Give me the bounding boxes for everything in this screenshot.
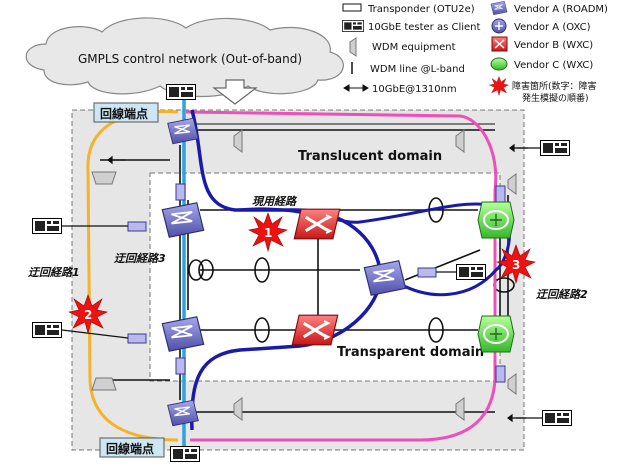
legend-wdm-line-label: WDM line @L-band bbox=[370, 64, 465, 75]
cloud-arrow bbox=[212, 79, 258, 105]
wxc-vendor-b-bottom bbox=[290, 313, 340, 347]
transparent-domain-label: Transparent domain bbox=[337, 345, 484, 360]
tester-top bbox=[166, 84, 196, 100]
endpoint-bottom-label: 回線端点 bbox=[106, 441, 154, 456]
translucent-domain-label: Translucent domain bbox=[298, 149, 442, 164]
tengbe-arrows bbox=[107, 143, 528, 423]
legend: Transponder (OTU2e) 10GbE tester as Clie… bbox=[342, 0, 608, 104]
cloud-label: GMPLS control network (Out-of-band) bbox=[78, 52, 302, 66]
legend-transponder-label: Transponder (OTU2e) bbox=[367, 4, 475, 15]
roadm-bottom-left bbox=[166, 399, 200, 427]
legend-failure-icon bbox=[489, 76, 509, 96]
legend-wdm-icon bbox=[349, 37, 357, 57]
transponders bbox=[127, 183, 506, 383]
legend-wxcb-icon bbox=[491, 36, 508, 52]
endpoint-top-label: 回線端点 bbox=[100, 106, 148, 121]
oxc-center bbox=[363, 259, 407, 297]
legend-failure-label-2: 発生模擬の順番) bbox=[522, 92, 589, 104]
legend-tengbe-icon bbox=[343, 84, 369, 92]
legend-tengbe-label: 10GbE@1310nm bbox=[372, 84, 457, 95]
roadm-top-left bbox=[166, 117, 200, 145]
legend-wxcb-label: Vendor B (WXC) bbox=[514, 40, 593, 51]
gmpls-cloud: GMPLS control network (Out-of-band) bbox=[25, 17, 344, 98]
wxc-vendor-c-top bbox=[477, 201, 515, 239]
working-path-label: 現用経路 bbox=[252, 195, 298, 208]
detour3-label: 迂回経路3 bbox=[114, 252, 166, 265]
wdm-equipment bbox=[91, 129, 517, 421]
tester-bottom bbox=[170, 446, 200, 462]
legend-oxc-label: Vendor A (OXC) bbox=[514, 22, 591, 33]
tester-left-2 bbox=[32, 322, 62, 338]
wxc-vendor-b-top bbox=[292, 207, 342, 241]
detour2-label: 迂回経路2 bbox=[536, 288, 588, 301]
wxc-vendor-c-bottom bbox=[477, 315, 515, 353]
svg-text:1: 1 bbox=[264, 226, 272, 240]
roadm-mid-left-2 bbox=[161, 315, 205, 353]
endpoint-top: 回線端点 bbox=[93, 102, 159, 123]
tester-right-top bbox=[540, 140, 570, 156]
legend-roadm-label: Vendor A (ROADM) bbox=[514, 4, 608, 15]
detour1-label: 迂回経路1 bbox=[28, 266, 80, 279]
tester-right-bottom bbox=[542, 410, 572, 426]
legend-oxc-icon bbox=[491, 18, 507, 34]
legend-wxcc-icon bbox=[490, 57, 508, 71]
failure-marker-3: 3 bbox=[496, 244, 536, 284]
legend-roadm-icon bbox=[490, 0, 508, 16]
legend-tester-icon bbox=[342, 20, 364, 32]
legend-wxcc-label: Vendor C (WXC) bbox=[514, 60, 593, 71]
tester-left-1 bbox=[32, 218, 62, 234]
roadm-mid-left-1 bbox=[161, 201, 205, 239]
legend-transponder-icon bbox=[342, 3, 362, 12]
detour-path-2 bbox=[185, 110, 498, 442]
failure-marker-1: 1 bbox=[248, 212, 288, 252]
legend-tester-label: 10GbE tester as Client bbox=[368, 22, 481, 33]
tester-right-mid bbox=[456, 264, 486, 280]
legend-failure-label-1: 障害箇所(数字：障害 bbox=[512, 80, 597, 92]
svg-text:2: 2 bbox=[84, 308, 92, 322]
endpoint-bottom: 回線端点 bbox=[99, 437, 165, 458]
legend-wdm-label: WDM equipment bbox=[372, 42, 456, 53]
failure-marker-2: 2 bbox=[68, 294, 108, 334]
svg-text:3: 3 bbox=[512, 258, 520, 272]
